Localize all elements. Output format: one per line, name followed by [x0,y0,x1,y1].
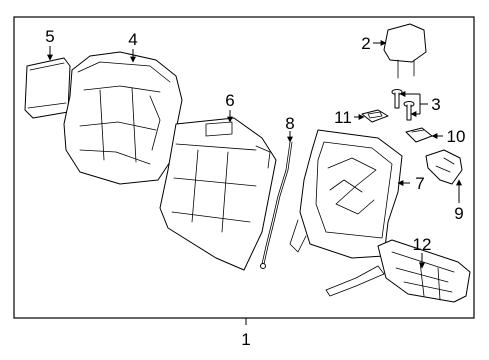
assembly-frame [13,16,475,319]
callout-4: 4 [128,30,137,49]
part-5-pad [24,57,71,119]
callout-8: 8 [285,114,294,133]
part-2-headrest [383,23,427,79]
callout-9: 9 [454,204,463,223]
callout-2: 2 [361,34,370,53]
part-6-seatback-panel [159,117,277,271]
callout-10: 10 [447,127,466,146]
part-10-clip [405,127,433,143]
part-12-bracket [325,239,471,303]
callout-5: 5 [45,27,54,46]
callout-7: 7 [415,174,424,193]
callout-1: 1 [241,330,250,349]
callout-6: 6 [225,91,234,110]
part-4-seatback-cushion [63,51,183,185]
part-11-latch [361,109,389,123]
part-7-seatback-frame [289,129,403,259]
part-8-cable [260,141,293,269]
part-9-hinge [425,149,463,185]
callout-3: 3 [431,95,440,114]
part-3-guides [391,89,415,121]
callout-12: 12 [413,235,432,254]
callout-11: 11 [334,108,352,127]
